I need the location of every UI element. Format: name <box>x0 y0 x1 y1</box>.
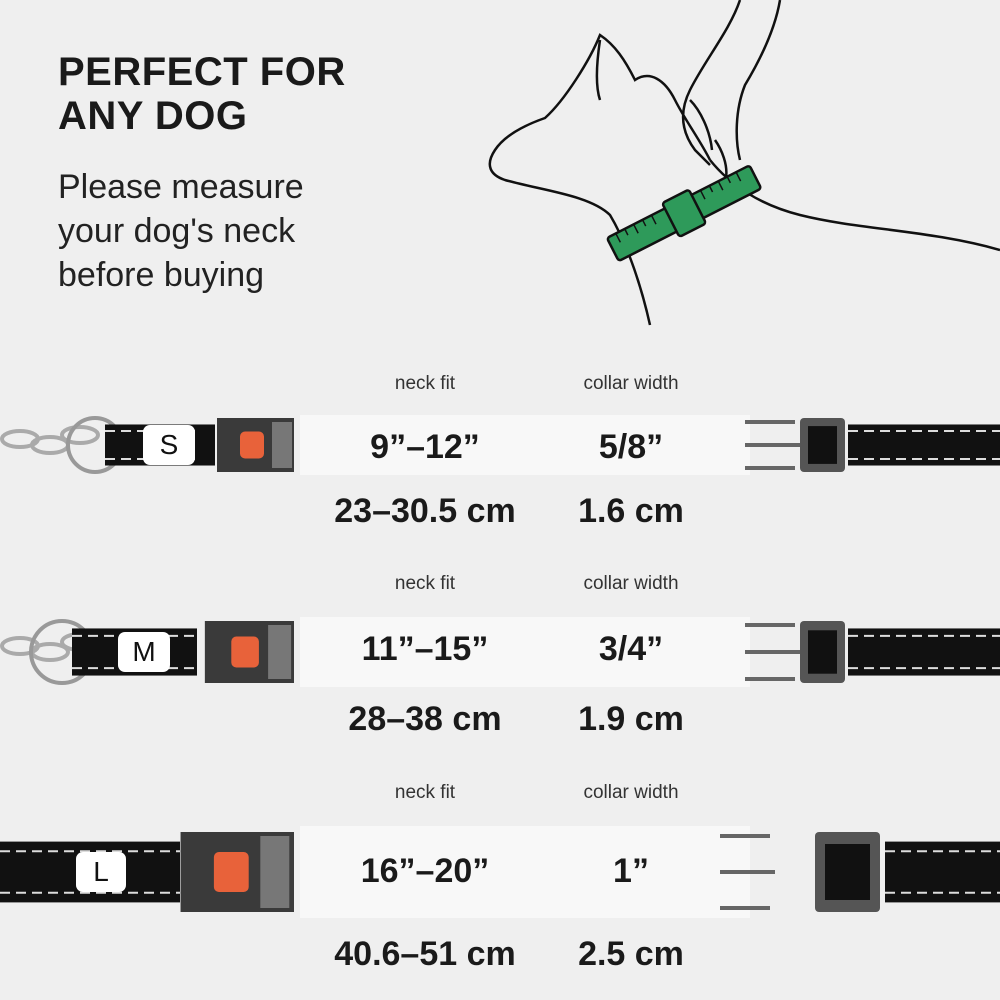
collar-right-buckle <box>745 418 1000 472</box>
size-band <box>300 617 750 687</box>
neck-fit-inches: 16”–20” <box>360 852 490 890</box>
collar-left-part <box>0 832 294 912</box>
size-band <box>300 415 750 475</box>
neck-fit-inches: 9”–12” <box>370 428 480 466</box>
size-badge: M <box>118 632 170 672</box>
collar-width-cm: 2.5 cm <box>578 935 684 973</box>
neck-fit-inches: 11”–15” <box>361 630 489 668</box>
neck-fit-cm: 40.6–51 cm <box>334 935 516 973</box>
subtitle-line: before buying <box>58 256 265 294</box>
dog-measuring-illustration <box>488 0 1000 326</box>
neck-fit-label: neck fit <box>394 782 456 803</box>
neck-fit-cm: 23–30.5 cm <box>334 492 516 530</box>
size-badge: L <box>76 852 126 892</box>
collar-width-cm: 1.6 cm <box>578 492 684 530</box>
neck-fit-cm: 28–38 cm <box>348 700 502 738</box>
title-line: PERFECT FOR <box>58 50 346 94</box>
collar-width-cm: 1.9 cm <box>578 700 684 738</box>
size-badge: S <box>143 425 195 465</box>
size-band <box>300 826 750 918</box>
title-line: ANY DOG <box>58 94 248 138</box>
subtitle: Please measure your dog's neck before buyi… <box>58 165 304 297</box>
collar-width-inches: 1” <box>613 852 649 890</box>
neck-fit-label: neck fit <box>394 573 456 594</box>
collar-width-label: collar width <box>583 573 679 594</box>
collar-width-inches: 3/4” <box>598 630 664 668</box>
subtitle-line: your dog's neck <box>58 212 296 250</box>
collar-width-label: collar width <box>583 782 679 803</box>
neck-fit-label: neck fit <box>394 373 456 394</box>
collar-right-buckle <box>745 621 1000 683</box>
collar-width-inches: 5/8” <box>598 428 664 466</box>
subtitle-line: Please measure <box>58 168 304 206</box>
collar-width-label: collar width <box>583 373 679 394</box>
collar-right-buckle <box>720 832 1000 912</box>
